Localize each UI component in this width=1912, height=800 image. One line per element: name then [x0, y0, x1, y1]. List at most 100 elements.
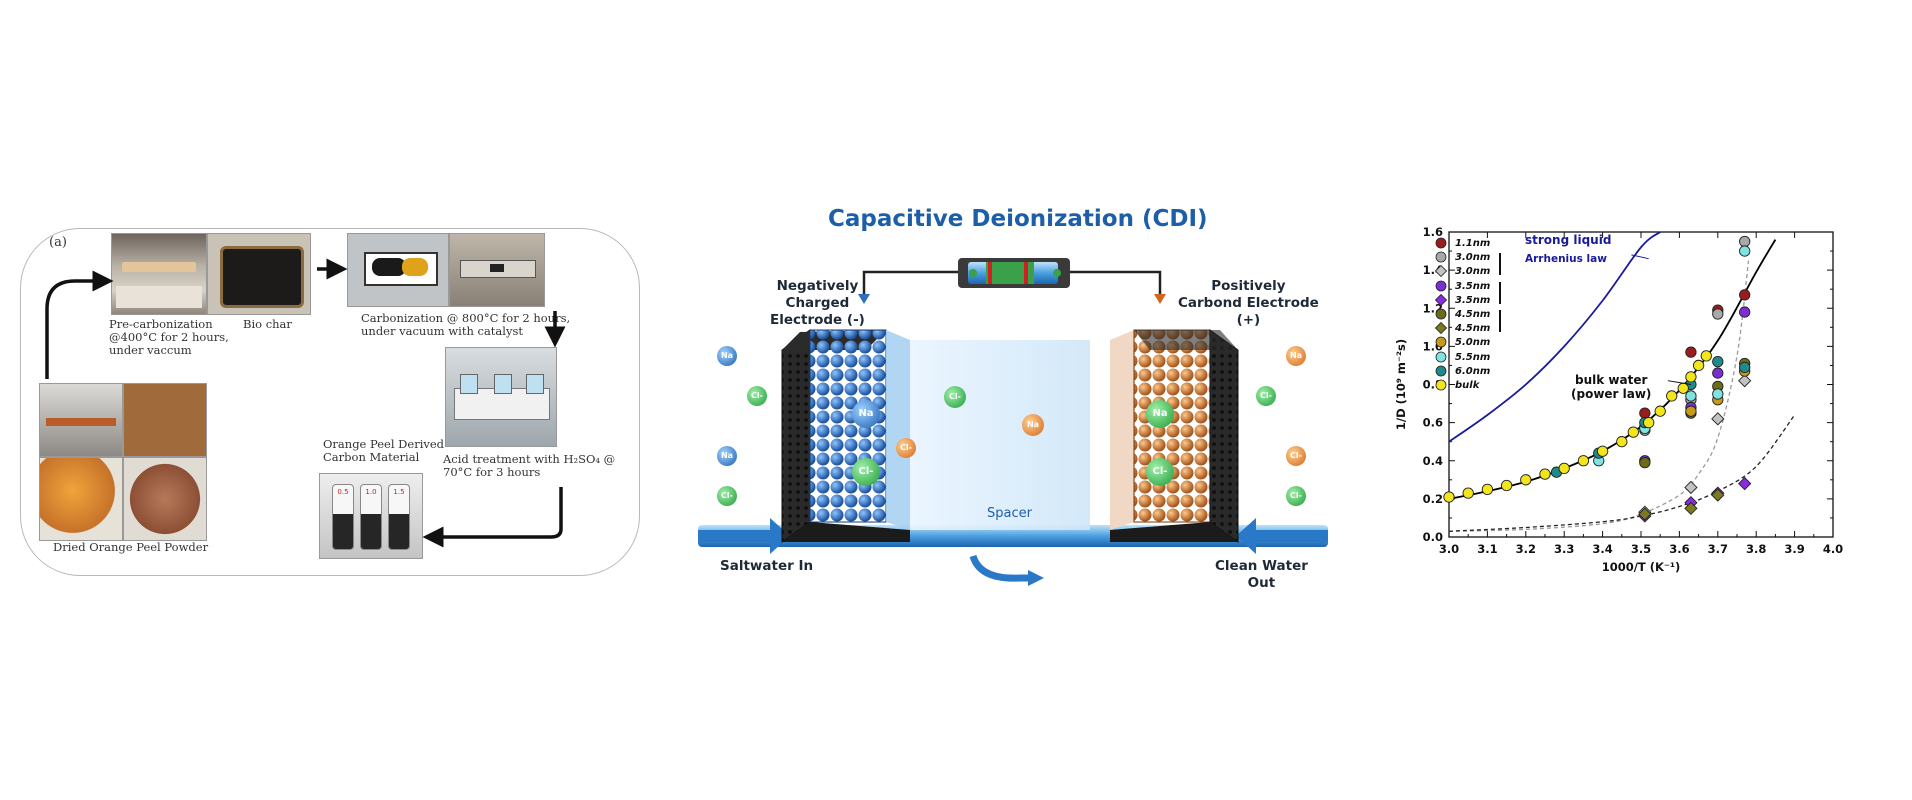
- precarbonization-caption: Pre-carbonization @400°C for 2 hours, un…: [109, 317, 229, 357]
- legend-marker: [1435, 251, 1447, 263]
- data-point: [1739, 235, 1751, 248]
- legend-marker: [1434, 293, 1448, 306]
- data-point: [1677, 382, 1689, 394]
- positive-electrode-label: Positively Carbond Electrode (+): [1178, 278, 1319, 328]
- positive-electrode: [1133, 329, 1211, 523]
- chloride-ion: Cl-: [747, 386, 767, 406]
- sodium-ion: Na: [717, 446, 737, 466]
- negative-electrode-label: Negatively Charged Electrode (-): [770, 278, 865, 328]
- vial-label-1: 0.5: [337, 488, 349, 496]
- data-point: [1739, 289, 1751, 301]
- data-point: [1712, 388, 1724, 400]
- legend-label: 3.5nm: [1455, 280, 1491, 292]
- data-point: [1738, 476, 1752, 491]
- chart-points: [1443, 235, 1752, 523]
- legend-entry: 4.5nm: [1434, 322, 1491, 335]
- data-point: [1666, 390, 1678, 402]
- legend-entry: 5.5nm: [1435, 351, 1490, 363]
- inlet-arrow: [698, 518, 790, 554]
- data-point: [1520, 474, 1532, 486]
- legend-bracket: [1499, 281, 1501, 304]
- y-tick-label: 0.4: [1423, 454, 1443, 468]
- data-point: [1558, 462, 1570, 475]
- vial-label-2: 1.0: [365, 488, 377, 496]
- x-tick-label: 3.6: [1669, 542, 1689, 556]
- legend-label: 3.5nm: [1455, 294, 1491, 306]
- bulk-water-pointer: [1667, 380, 1692, 385]
- chloride-ion: Cl-: [852, 458, 880, 486]
- data-point: [1700, 350, 1712, 362]
- legend-entry: 3.5nm: [1434, 293, 1491, 306]
- x-tick-label: 3.2: [1516, 542, 1536, 556]
- data-point: [1712, 308, 1724, 320]
- flow-arrows: [45, 258, 566, 548]
- bulk-water-label: bulk water (power law): [1571, 373, 1651, 401]
- acid-caption: Acid treatment with H₂SO₄ @ 70°C for 3 h…: [443, 452, 616, 479]
- data-point: [1739, 306, 1751, 318]
- chart-labels: 1000/T (K⁻¹)1/D (10⁹ m⁻²s): [1394, 254, 1692, 574]
- outlet-label: Clean Water Out: [1215, 558, 1308, 591]
- legend-label: 4.5nm: [1455, 323, 1491, 335]
- chloride-ion: Cl-: [896, 438, 916, 458]
- chloride-ion: Cl-: [944, 386, 966, 408]
- powder-caption: Dried Orange Peel Powder: [53, 540, 209, 554]
- data-point: [1577, 455, 1590, 467]
- legend-marker: [1434, 322, 1448, 335]
- data-point: [1692, 359, 1705, 372]
- spacer-label: Spacer: [987, 506, 1032, 521]
- x-tick-label: 3.8: [1746, 542, 1766, 556]
- data-point: [1738, 374, 1752, 388]
- x-tick-label: 4.0: [1823, 542, 1843, 556]
- data-point: [1500, 479, 1513, 492]
- oven-photo: [39, 383, 123, 457]
- furnace-photo: [111, 233, 207, 315]
- legend-marker: [1435, 365, 1447, 377]
- data-point: [1539, 468, 1551, 480]
- legend-label: 4.5nm: [1455, 309, 1491, 320]
- carbonization-photo-2: [449, 233, 545, 307]
- data-point: [1712, 355, 1724, 368]
- data-point: [1711, 488, 1725, 502]
- legend-label: bulk: [1455, 380, 1480, 391]
- data-point: [1685, 346, 1697, 358]
- legend-label: 3.0nm: [1455, 266, 1491, 278]
- fit-curve: [1448, 231, 1661, 443]
- inlet-label: Saltwater In: [720, 558, 814, 574]
- cdi-illustration: [698, 258, 1328, 586]
- legend-marker: [1435, 280, 1447, 291]
- sodium-ion: Na: [1146, 400, 1174, 428]
- synthesis-flowchart-panel: (a) Pre-carbonization @400°C for 2 hours…: [20, 228, 640, 576]
- x-axis-label: 1000/T (K⁻¹): [1602, 560, 1681, 574]
- data-point: [1462, 487, 1474, 499]
- legend-entry: 3.0nm: [1435, 251, 1490, 263]
- y-tick-label: 0.6: [1423, 416, 1443, 430]
- dried-peel-photo: [123, 457, 207, 541]
- sodium-ion: Na: [852, 400, 880, 428]
- legend-entry: 1.1nm: [1435, 237, 1490, 249]
- legend-label: 1.1nm: [1455, 238, 1491, 249]
- chloride-ion: Cl-: [1256, 386, 1276, 406]
- data-point: [1685, 405, 1697, 417]
- x-tick-label: 3.3: [1554, 542, 1574, 556]
- legend-bracket: [1499, 310, 1501, 333]
- chloride-ion: Cl-: [1286, 446, 1306, 466]
- cdi-diagram-panel: Capacitive Deionization (CDI): [690, 200, 1335, 600]
- arrhenius-label: Arrhenius law: [1525, 253, 1607, 265]
- data-point: [1596, 445, 1609, 457]
- x-tick-label: 3.0: [1439, 542, 1459, 556]
- legend-entry: 5.0nm: [1435, 336, 1490, 348]
- arrow-start: [45, 270, 114, 379]
- data-point: [1739, 245, 1751, 257]
- chloride-ion: Cl-: [1286, 486, 1306, 506]
- y-tick-label: 0.2: [1423, 492, 1443, 506]
- fit-curve: [1448, 414, 1796, 532]
- chloride-ion: Cl-: [1146, 458, 1174, 486]
- chloride-ion: Cl-: [717, 486, 737, 506]
- data-point: [1639, 457, 1651, 469]
- data-point: [1627, 426, 1639, 438]
- x-tick-label: 3.9: [1784, 542, 1804, 556]
- cdi-title: Capacitive Deionization (CDI): [828, 206, 1208, 232]
